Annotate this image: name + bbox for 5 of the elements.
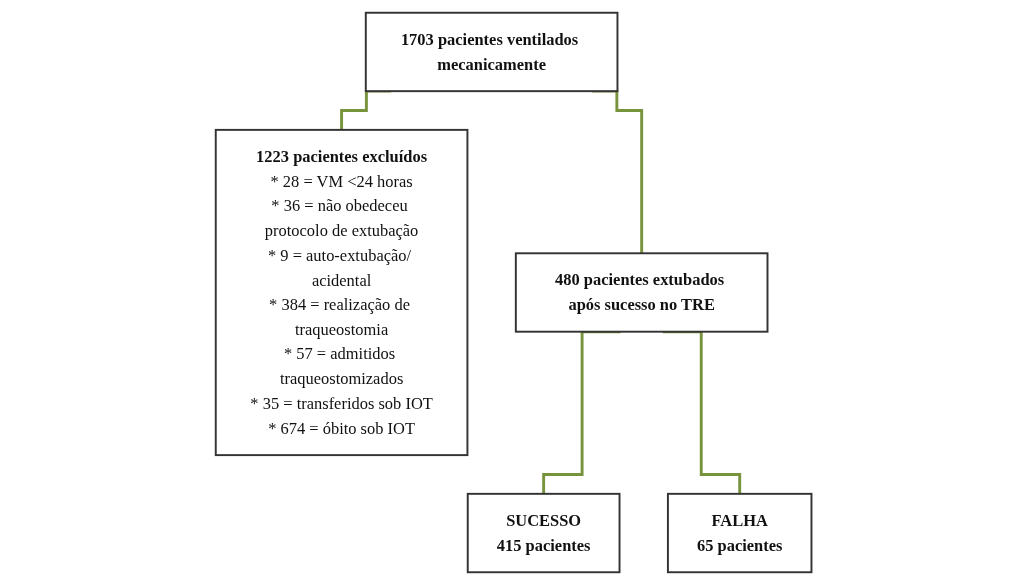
- node-box: SUCESSO 415 pacientes: [466, 492, 621, 574]
- node-box: 1223 pacientes excluídos * 28 = VM <24 horas * 36 = não obedeceu protocolo de extubação * 9 = auto-extubação/ acidental * 384 = realização de traqueostomia * 57 = admitidos traqueostomizados * 35 = transferidos sob IOT * 674 = óbito sob IOT: [214, 128, 469, 457]
- node-box: FALHA 65 pacientes: [666, 492, 813, 574]
- node-box: 480 pacientes extubados após sucesso no TRE: [514, 252, 769, 333]
- node-box: 1703 pacientes ventilados mecanicamente: [364, 11, 619, 93]
